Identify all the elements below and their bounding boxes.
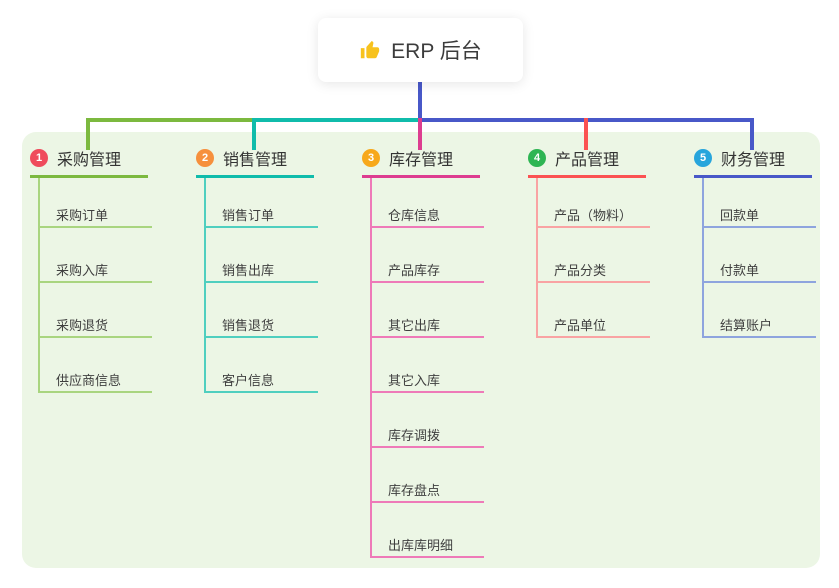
child-node-label: 产品分类	[554, 263, 607, 278]
child-node-label: 产品库存	[388, 263, 441, 278]
thumbs-up-icon	[359, 39, 381, 61]
child-node[interactable]: 采购订单	[38, 208, 152, 228]
root-connector-line	[418, 82, 422, 122]
bus-segment-center	[252, 118, 422, 122]
child-node[interactable]: 销售订单	[204, 208, 318, 228]
child-node[interactable]: 结算账户	[702, 318, 816, 338]
child-node[interactable]: 客户信息	[204, 373, 318, 393]
branch-child-rail	[204, 178, 206, 393]
child-node-label: 客户信息	[222, 373, 275, 388]
branch-child-rail	[702, 178, 704, 338]
branch-underline	[694, 175, 812, 178]
branch-title-label: 财务管理	[721, 152, 786, 169]
branch-2: 2 销售管理销售订单销售出库销售退货客户信息	[196, 145, 356, 393]
branch-1-title-node[interactable]: 1 采购管理	[30, 145, 190, 171]
root-node[interactable]: ERP 后台	[318, 18, 523, 82]
branch-child-rail	[370, 178, 372, 558]
branch-4-title-node[interactable]: 4 产品管理	[528, 145, 688, 171]
child-node-label: 销售退货	[222, 318, 275, 333]
branch-number-badge: 2	[196, 149, 214, 167]
branch-4: 4 产品管理产品（物料） 产品分类产品单位	[528, 145, 688, 338]
branch-child-rail	[38, 178, 40, 393]
branch-number-badge: 1	[30, 149, 48, 167]
root-node-label: ERP 后台	[391, 40, 482, 63]
child-node-label: 库存调拨	[388, 428, 441, 443]
bus-segment-left	[86, 118, 256, 122]
child-node[interactable]: 采购入库	[38, 263, 152, 283]
child-node[interactable]: 产品分类	[536, 263, 650, 283]
branch-title-label: 产品管理	[555, 152, 620, 169]
branch-underline	[30, 175, 148, 178]
branch-number-badge: 4	[528, 149, 546, 167]
branch-connector-line	[252, 118, 256, 150]
branch-1: 1 采购管理采购订单采购入库采购退货供应商信息	[30, 145, 190, 393]
child-node-label: 产品（物料）	[554, 208, 633, 223]
child-node[interactable]: 仓库信息	[370, 208, 484, 228]
child-node[interactable]: 库存调拨	[370, 428, 484, 448]
child-node-label: 供应商信息	[56, 373, 122, 388]
branch-3: 3 库存管理仓库信息产品库存其它出库其它入库库存调拨库存盘点出库库明细	[362, 145, 522, 558]
branch-number-badge: 3	[362, 149, 380, 167]
child-node-label: 其它出库	[388, 318, 441, 333]
child-node[interactable]: 供应商信息	[38, 373, 152, 393]
branch-child-rail	[536, 178, 538, 338]
child-node-label: 其它入库	[388, 373, 441, 388]
child-node-label: 销售订单	[222, 208, 275, 223]
mindmap-background-panel	[22, 132, 820, 568]
branch-title-label: 销售管理	[223, 152, 288, 169]
child-node[interactable]: 产品单位	[536, 318, 650, 338]
branch-connector-line	[418, 118, 422, 150]
child-node[interactable]: 其它出库	[370, 318, 484, 338]
child-node-label: 采购订单	[56, 208, 109, 223]
child-node[interactable]: 销售出库	[204, 263, 318, 283]
branch-2-title-node[interactable]: 2 销售管理	[196, 145, 356, 171]
child-node[interactable]: 产品（物料）	[536, 208, 650, 228]
child-node-label: 销售出库	[222, 263, 275, 278]
child-node-label: 出库库明细	[388, 538, 454, 553]
branch-connector-line	[584, 118, 588, 150]
branch-title-label: 库存管理	[389, 152, 454, 169]
child-node[interactable]: 其它入库	[370, 373, 484, 393]
branch-5: 5 财务管理回款单付款单结算账户	[694, 145, 839, 338]
child-node[interactable]: 采购退货	[38, 318, 152, 338]
child-node-label: 回款单	[720, 208, 760, 223]
child-node[interactable]: 出库库明细	[370, 538, 484, 558]
branch-number-badge: 5	[694, 149, 712, 167]
branch-title-label: 采购管理	[57, 152, 122, 169]
child-node-label: 采购退货	[56, 318, 109, 333]
child-node-label: 采购入库	[56, 263, 109, 278]
branch-underline	[528, 175, 646, 178]
child-node-label: 库存盘点	[388, 483, 441, 498]
child-node[interactable]: 回款单	[702, 208, 816, 228]
branch-connector-line	[750, 118, 754, 150]
branch-underline	[196, 175, 314, 178]
branch-underline	[362, 175, 480, 178]
child-node-label: 仓库信息	[388, 208, 441, 223]
child-node-label: 产品单位	[554, 318, 607, 333]
child-node[interactable]: 付款单	[702, 263, 816, 283]
child-node-label: 结算账户	[720, 318, 773, 333]
child-node[interactable]: 产品库存	[370, 263, 484, 283]
child-node[interactable]: 销售退货	[204, 318, 318, 338]
child-node[interactable]: 库存盘点	[370, 483, 484, 503]
branch-connector-line	[86, 118, 90, 150]
branch-3-title-node[interactable]: 3 库存管理	[362, 145, 522, 171]
branch-5-title-node[interactable]: 5 财务管理	[694, 145, 839, 171]
child-node-label: 付款单	[720, 263, 760, 278]
